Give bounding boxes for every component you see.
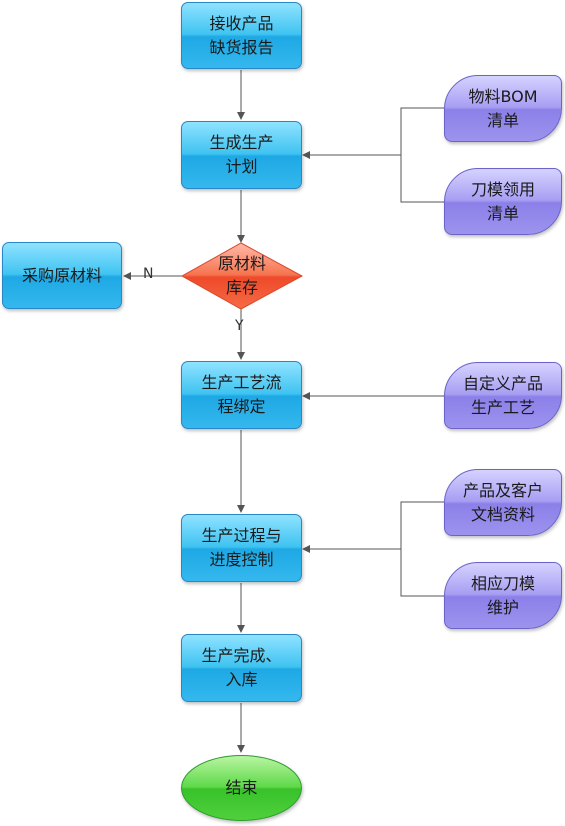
- input-tool-maintain: 相应刀模 维护: [444, 562, 562, 629]
- decision-raw-stock: [180, 242, 304, 310]
- input-tool-list: 刀模领用 清单: [444, 168, 562, 235]
- process-purchase: 采购原材料: [2, 242, 122, 309]
- process-complete: 生产完成、 入库: [181, 634, 302, 702]
- input-custom-process: 自定义产品 生产工艺: [444, 362, 562, 429]
- input-bom-list: 物料BOM 清单: [444, 75, 562, 142]
- edge-bom-bracket: [400, 107, 444, 203]
- label-yes: Y: [235, 318, 244, 334]
- process-progress-control: 生产过程与 进度控制: [181, 514, 302, 582]
- process-production-plan: 生成生产 计划: [181, 121, 302, 189]
- decision-raw-stock-label: 原材料 库存: [217, 254, 266, 297]
- process-receive-report: 接收产品 缺货报告: [181, 2, 302, 69]
- label-no: N: [143, 266, 154, 282]
- edge-docs-bracket: [400, 501, 444, 597]
- process-process-bind: 生产工艺流 程绑定: [181, 361, 302, 429]
- terminal-end: 结束: [181, 755, 302, 821]
- input-customer-docs: 产品及客户 文档资料: [444, 469, 562, 536]
